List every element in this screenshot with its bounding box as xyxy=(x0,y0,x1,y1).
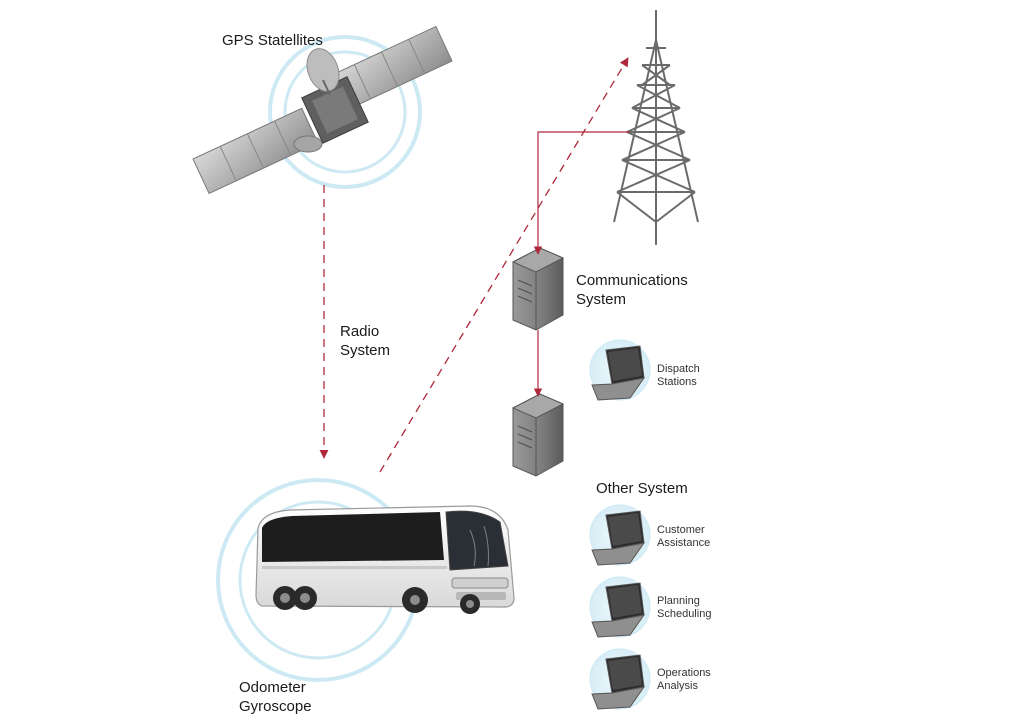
tower-to-communications-connector xyxy=(533,131,630,255)
gps-satellites-label: GPS Statellites xyxy=(222,32,323,49)
planning-laptop-icon xyxy=(589,576,651,638)
other-system-server-icon xyxy=(511,393,565,477)
dispatch-laptop-icon xyxy=(589,339,651,401)
planning-scheduling-label: Planning Scheduling xyxy=(657,595,712,621)
dispatch-stations-label: Dispatch Stations xyxy=(657,363,700,389)
operations-laptop-icon xyxy=(589,648,651,710)
radio-system-label: Radio System xyxy=(340,323,391,359)
satellite-icon xyxy=(192,25,453,195)
other-system-label: Other System xyxy=(596,480,688,497)
communications-system-label: Communications System xyxy=(576,272,688,308)
odometer-gyroscope-label: Odometer Gyroscope xyxy=(239,679,312,715)
radio-tower-icon xyxy=(613,10,699,245)
customer-laptop-icon xyxy=(589,504,651,566)
bus-icon xyxy=(216,478,515,682)
communications-server-icon xyxy=(511,247,565,331)
operations-analysis-label: Operations Analysis xyxy=(657,667,711,693)
bus-to-tower-connector xyxy=(379,57,629,473)
customer-assistance-label: Customer Assistance xyxy=(657,524,711,550)
